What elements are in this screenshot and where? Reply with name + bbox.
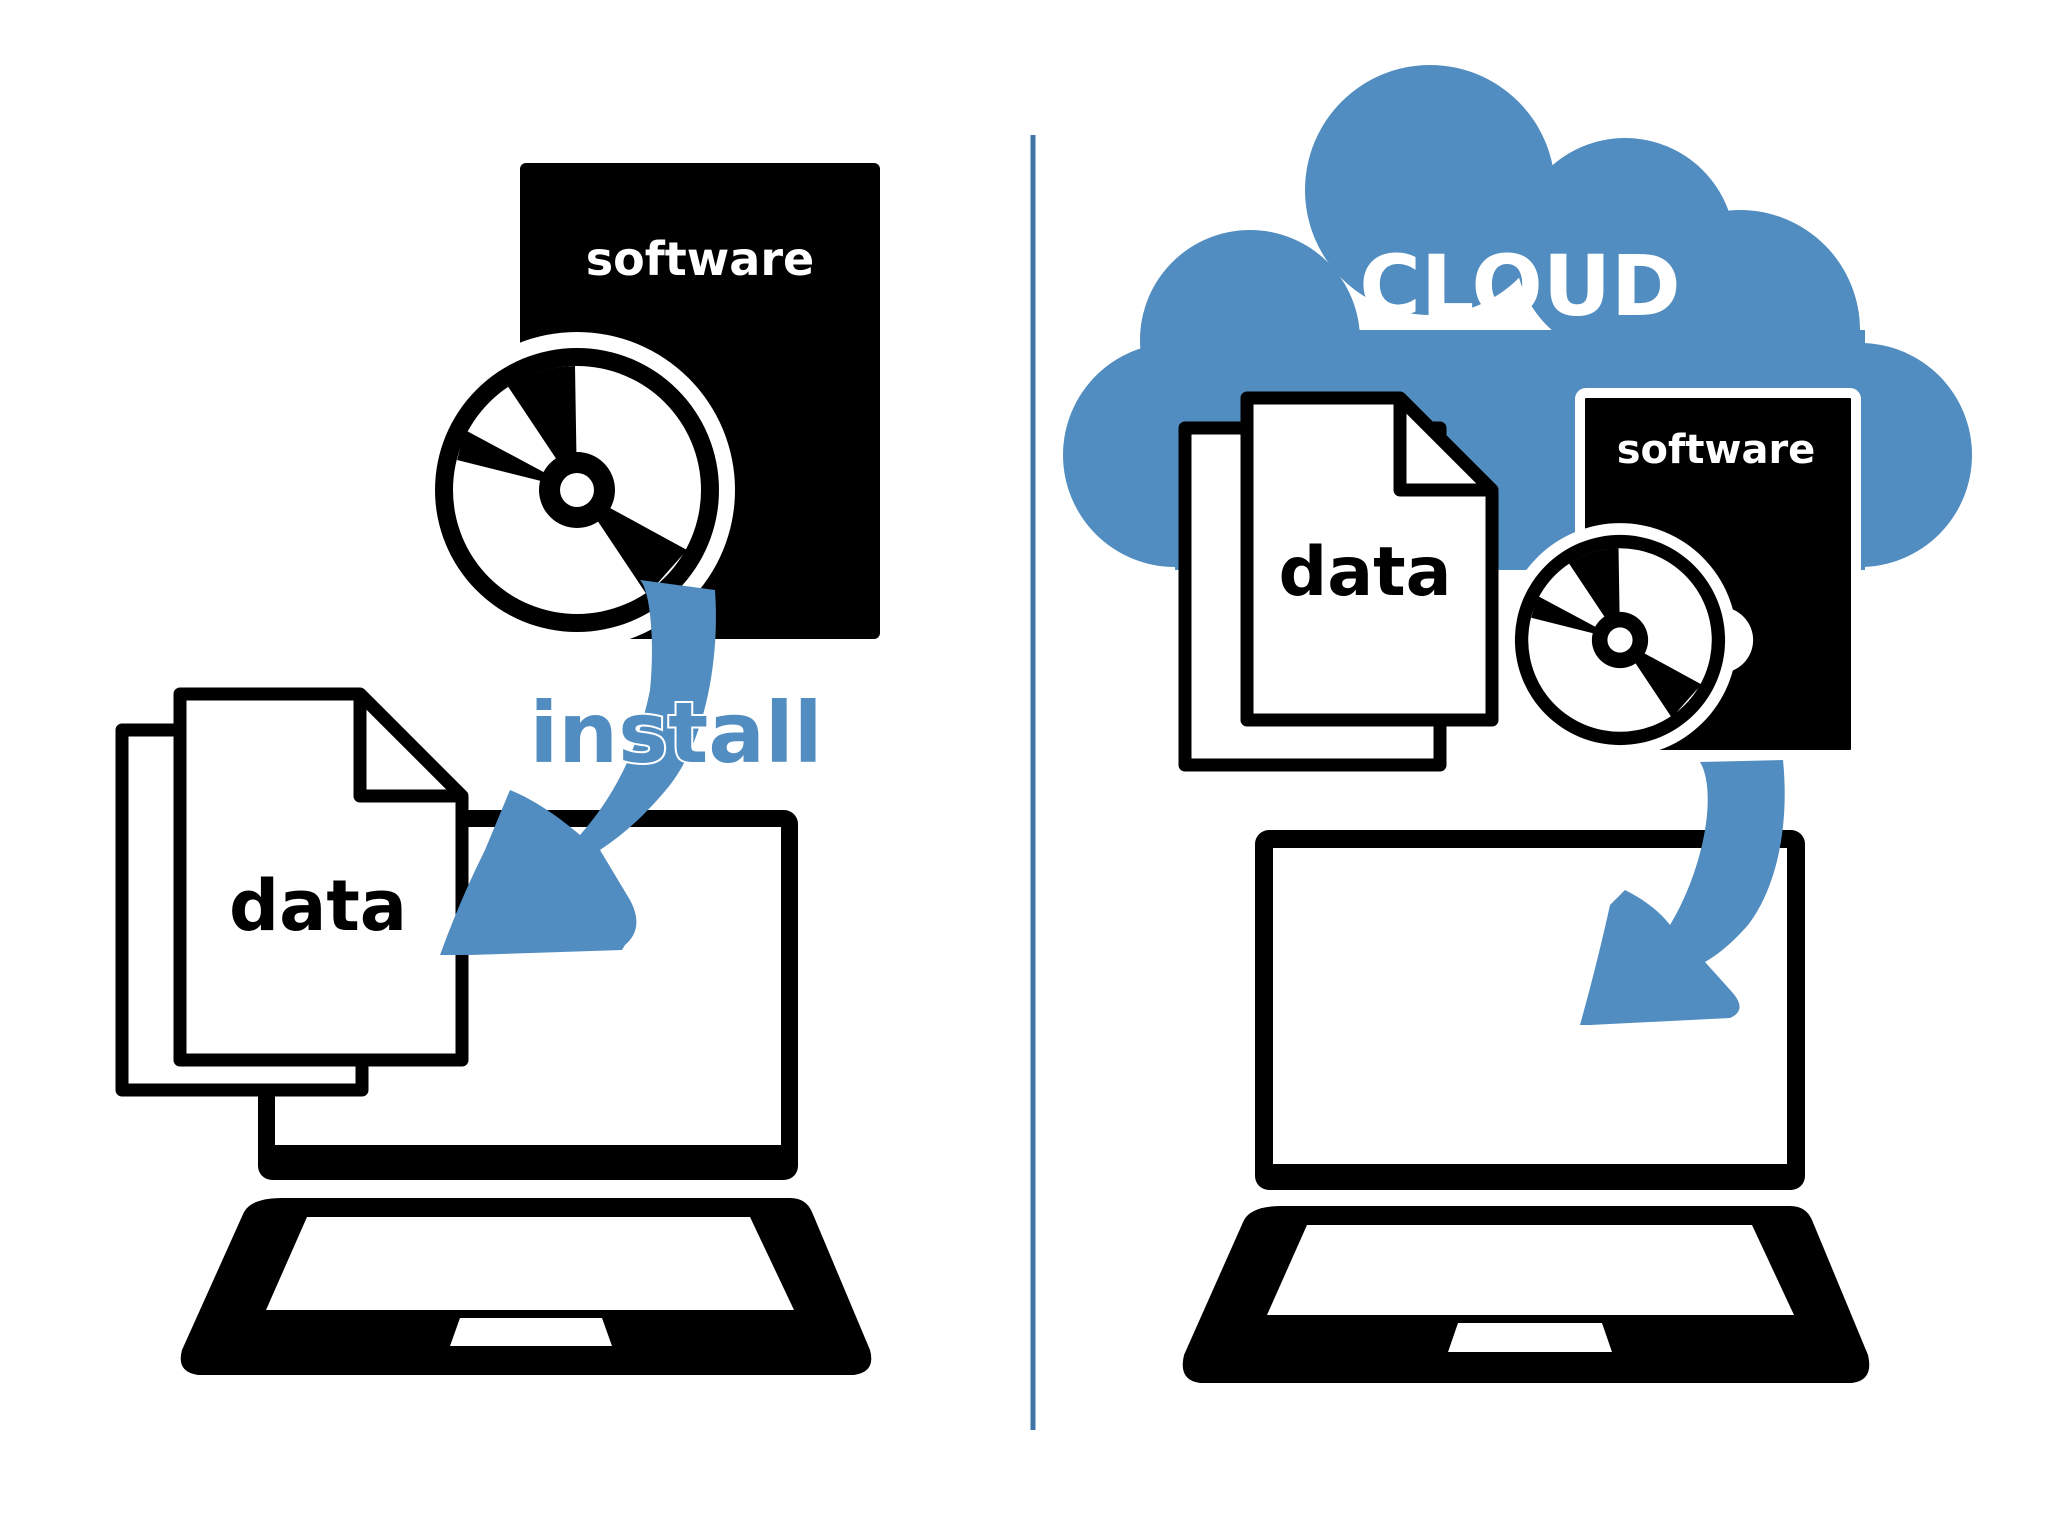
software-box-right: software [1503,388,1861,760]
install-arrow: install [440,580,825,955]
install-label: install [529,684,822,782]
right-panel: CLOUD data software [1063,65,1972,1383]
software-label-left: software [586,232,814,286]
download-arrow [1580,760,1785,1025]
left-panel: data software install [115,163,880,1375]
disc-icon [1514,534,1726,746]
software-label-right: software [1617,427,1816,473]
data-label-left: data [229,865,407,947]
data-documents-left: data [115,687,469,1097]
data-label-right: data [1279,533,1452,612]
software-box-left: software [419,163,880,648]
cloud-label: CLOUD [1359,237,1681,335]
laptop-right [1182,830,1870,1383]
data-documents-right: data [1178,391,1499,772]
